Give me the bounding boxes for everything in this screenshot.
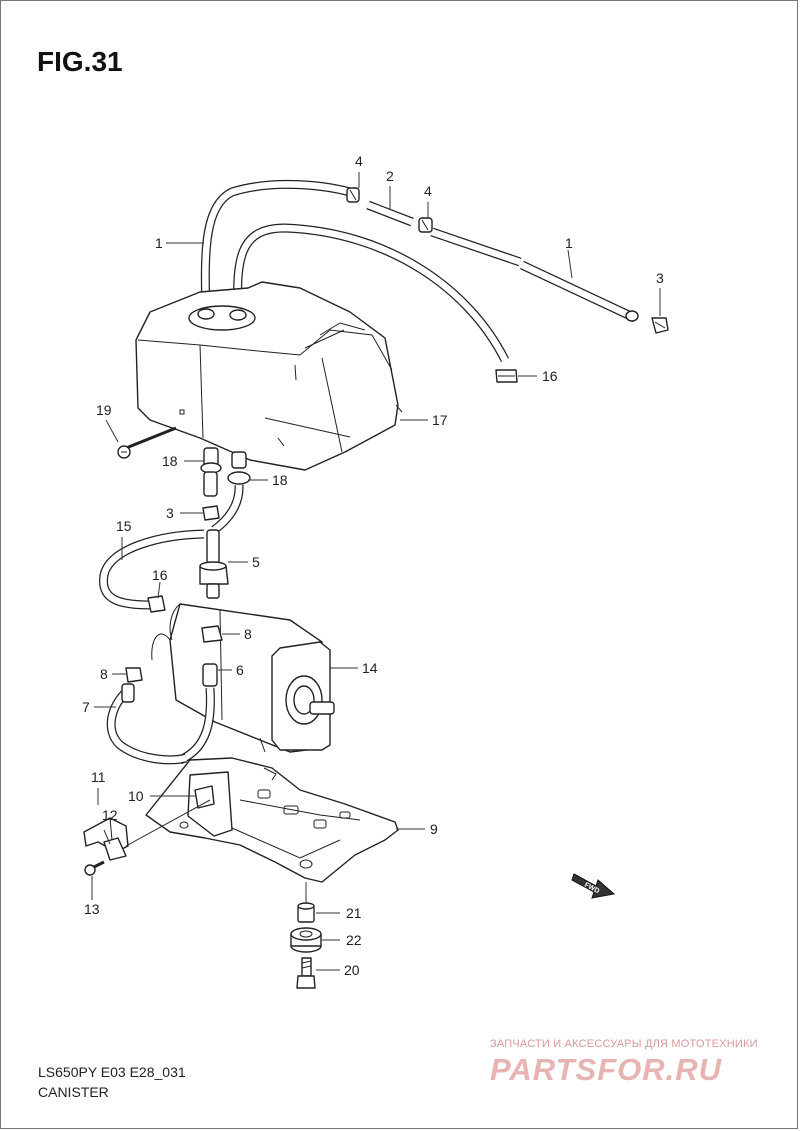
watermark-tagline: ЗАПЧАСТИ И АКСЕССУАРЫ ДЛЯ МОТОТЕХНИКИ — [490, 1038, 758, 1050]
grommet-18-right — [227, 451, 251, 485]
hose-to-valve — [211, 484, 244, 534]
screw-19 — [117, 426, 177, 459]
callout-17: 17 — [432, 412, 448, 428]
callout-3-b: 3 — [166, 505, 174, 521]
callout-19: 19 — [96, 402, 112, 418]
clamp-16-top — [495, 369, 518, 383]
hose-15 — [99, 529, 205, 610]
clamp-3-top — [651, 317, 669, 334]
callout-13: 13 — [84, 901, 100, 917]
fwd-arrow-icon: FWD — [571, 873, 616, 899]
callout-15: 15 — [116, 518, 132, 534]
clamp-16-mid — [147, 595, 166, 613]
callout-3-a: 3 — [656, 270, 664, 286]
callout-6: 6 — [236, 662, 244, 678]
callout-4-b: 4 — [424, 183, 432, 199]
clamp-4-right — [418, 217, 433, 233]
figure-caption: CANISTER — [38, 1084, 109, 1100]
callout-11: 11 — [91, 769, 106, 785]
callout-2: 2 — [386, 168, 394, 184]
callout-12: 12 — [102, 807, 118, 823]
leader-lines — [91, 172, 661, 971]
callout-9: 9 — [430, 821, 438, 837]
bolt-13 — [84, 860, 105, 876]
figure-title: FIG.31 — [37, 46, 123, 77]
callout-14: 14 — [362, 660, 378, 676]
callout-20: 20 — [344, 962, 360, 978]
callout-16-b: 16 — [152, 567, 168, 583]
bolt-20 — [296, 957, 316, 989]
callout-8-a: 8 — [244, 626, 252, 642]
model-code: LS650PY E03 E28_031 — [38, 1064, 186, 1080]
callout-18-b: 18 — [272, 472, 288, 488]
watermark-logo: PARTSFOR.RU — [490, 1052, 723, 1087]
callout-labels: 4 2 4 1 1 3 16 17 19 18 18 3 15 5 16 8 1… — [82, 153, 664, 978]
hose-1-left — [200, 179, 352, 311]
clamp-3-mid — [202, 505, 220, 521]
hose-1-right — [430, 227, 639, 323]
clamp-8-left — [125, 667, 143, 683]
callout-8-b: 8 — [100, 666, 108, 682]
callout-10: 10 — [128, 788, 144, 804]
collar-21 — [297, 902, 315, 923]
bracket-9 — [145, 757, 399, 883]
callout-18-a: 18 — [162, 453, 178, 469]
grommet-18-left — [200, 447, 222, 497]
callout-1-b: 1 — [565, 235, 573, 251]
canister-14 — [151, 603, 335, 753]
callout-7: 7 — [82, 699, 90, 715]
callout-1-a: 1 — [155, 235, 163, 251]
valve-5 — [199, 529, 229, 599]
canister-cover-17 — [135, 281, 403, 471]
clamp-8-upper — [201, 625, 223, 643]
hose-6 — [177, 663, 218, 765]
callout-5: 5 — [252, 554, 260, 570]
callout-4-a: 4 — [355, 153, 363, 169]
callout-16-a: 16 — [542, 368, 558, 384]
hose-1-long — [233, 223, 510, 363]
callout-21: 21 — [346, 905, 362, 921]
hose-2-short — [366, 200, 414, 227]
clamp-4-left — [346, 187, 360, 203]
callout-22: 22 — [346, 932, 362, 948]
hose-7 — [106, 683, 188, 765]
grommet-22 — [290, 927, 322, 953]
